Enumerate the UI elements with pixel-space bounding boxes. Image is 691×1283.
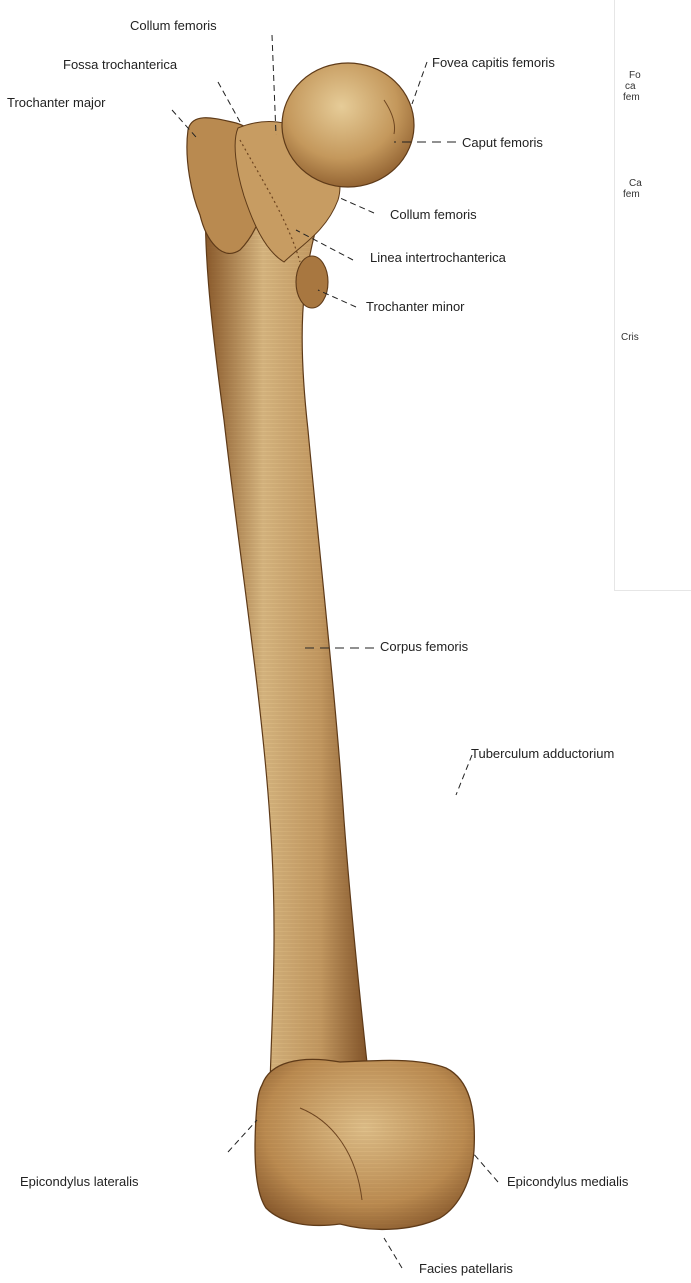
edge-fragment: Ca	[629, 178, 642, 189]
edge-fragment: Fo	[629, 70, 641, 81]
label-linea-intertrochanterica: Linea intertrochanterica	[370, 250, 506, 265]
label-trochanter-minor: Trochanter minor	[366, 299, 465, 314]
label-facies-patellaris: Facies patellaris	[419, 1261, 513, 1276]
label-trochanter-major: Trochanter major	[7, 95, 106, 110]
edge-fragment: ca	[625, 81, 641, 92]
label-corpus-femoris: Corpus femoris	[380, 639, 468, 654]
label-collum-femoris: Collum femoris	[390, 207, 477, 222]
shaft-texture	[205, 170, 370, 1095]
label-fossa-trochanterica: Fossa trochanterica	[63, 57, 177, 72]
label-epicondylus-lateralis: Epicondylus lateralis	[20, 1174, 139, 1189]
edge-text-group-3: Cris	[621, 332, 639, 343]
label-epicondylus-medialis: Epicondylus medialis	[507, 1174, 628, 1189]
label-caput-femoris: Caput femoris	[462, 135, 543, 150]
label-tuberculum-adductorium: Tuberculum adductorium	[471, 746, 614, 761]
edge-fragment: fem	[623, 92, 641, 103]
edge-text-group-1: Fo ca fem	[629, 70, 641, 103]
edge-fragment: fem	[623, 189, 642, 200]
edge-text-group-2: Ca fem	[629, 178, 642, 200]
edge-fragment: Cris	[621, 332, 639, 343]
label-collum-femoris-top: Collum femoris	[130, 18, 217, 33]
adjacent-figure-panel: Fo ca fem Ca fem Cris	[614, 0, 691, 591]
trochanter-minor-shape	[296, 256, 328, 308]
condyles-texture	[255, 1059, 474, 1229]
label-fovea-capitis-femoris: Fovea capitis femoris	[432, 55, 555, 70]
